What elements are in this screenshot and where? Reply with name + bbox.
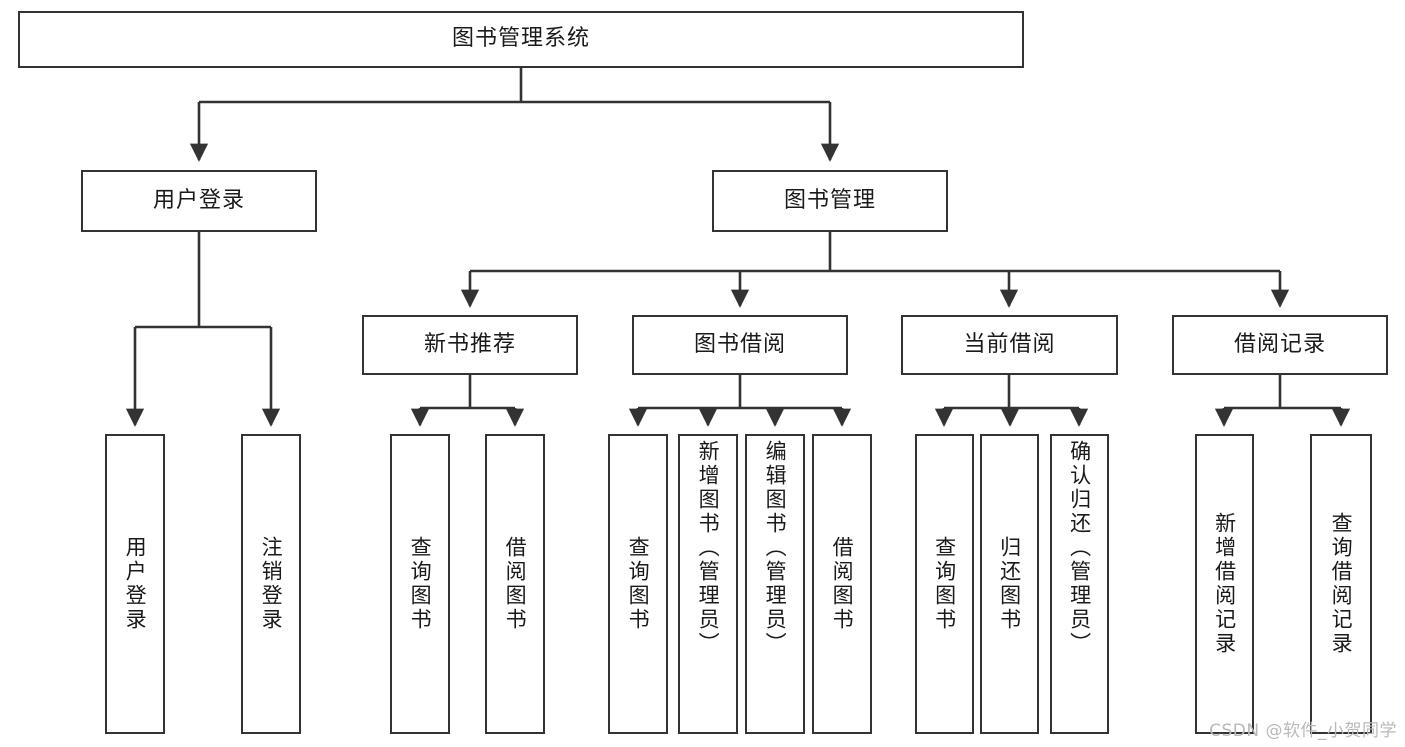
node-borrow-record-label: 借阅记录: [1233, 331, 1326, 357]
node-book-manage[interactable]: 图书管理: [712, 170, 948, 232]
node-user-login[interactable]: 用户登录: [81, 170, 317, 232]
node-leaf-edit-book-admin[interactable]: 编辑图书（管理员）: [745, 434, 805, 734]
node-root-label: 图书管理系统: [451, 26, 590, 52]
node-leaf-borrow-book-label: 借阅图书: [830, 536, 855, 632]
connector-root-to-level2: [189, 68, 840, 162]
node-leaf-add-borrow-record-label: 新增借阅记录: [1212, 512, 1237, 656]
node-leaf-add-book-admin-label: 新增图书（管理员）: [696, 440, 721, 656]
node-leaf-query-borrow-record-label: 查询借阅记录: [1329, 512, 1354, 656]
node-leaf-user-logout-label: 注销登录: [259, 536, 284, 632]
node-leaf-confirm-return-admin[interactable]: 确认归还（管理员）: [1050, 434, 1109, 734]
connector-bookborrow-to-leaves: [628, 375, 852, 427]
node-leaf-query-book-borrow-label: 查询图书: [626, 536, 651, 632]
node-leaf-borrow-book[interactable]: 借阅图书: [812, 434, 872, 734]
node-leaf-query-book-recommend-label: 查询图书: [408, 536, 433, 632]
node-leaf-user-login[interactable]: 用户登录: [105, 434, 165, 734]
node-leaf-edit-book-admin-label: 编辑图书（管理员）: [763, 440, 788, 656]
node-book-borrow[interactable]: 图书借阅: [632, 315, 848, 375]
node-book-manage-label: 图书管理: [783, 187, 876, 213]
connector-borrowrecord-to-leaves: [1214, 375, 1351, 427]
node-book-borrow-label: 图书借阅: [693, 331, 786, 357]
node-leaf-add-book-admin[interactable]: 新增图书（管理员）: [678, 434, 738, 734]
node-leaf-return-book-label: 归还图书: [997, 536, 1022, 632]
connector-bookmanage-to-level3: [460, 232, 1290, 308]
connector-currentborrow-to-leaves: [934, 375, 1089, 427]
node-borrow-record[interactable]: 借阅记录: [1172, 315, 1388, 375]
node-leaf-query-book-current-label: 查询图书: [932, 536, 957, 632]
node-leaf-borrow-book-recommend-label: 借阅图书: [503, 536, 528, 632]
node-leaf-query-book-recommend[interactable]: 查询图书: [390, 434, 450, 734]
node-root-system[interactable]: 图书管理系统: [18, 11, 1024, 68]
csdn-watermark: CSDN @软件_小贺同学: [1209, 721, 1397, 741]
node-leaf-user-login-label: 用户登录: [123, 536, 148, 632]
node-new-book-recommend[interactable]: 新书推荐: [362, 315, 578, 375]
node-user-login-label: 用户登录: [152, 187, 245, 213]
node-leaf-borrow-book-recommend[interactable]: 借阅图书: [485, 434, 545, 734]
node-current-borrow-label: 当前借阅: [963, 331, 1056, 357]
node-leaf-query-book-borrow[interactable]: 查询图书: [608, 434, 668, 734]
node-new-book-recommend-label: 新书推荐: [423, 331, 516, 357]
node-leaf-confirm-return-admin-label: 确认归还（管理员）: [1067, 440, 1092, 656]
node-leaf-return-book[interactable]: 归还图书: [980, 434, 1039, 734]
node-leaf-add-borrow-record[interactable]: 新增借阅记录: [1195, 434, 1254, 734]
node-leaf-query-book-current[interactable]: 查询图书: [915, 434, 974, 734]
connector-userlogin-to-leaves: [125, 232, 281, 427]
node-leaf-query-borrow-record[interactable]: 查询借阅记录: [1310, 434, 1372, 734]
node-current-borrow[interactable]: 当前借阅: [901, 315, 1118, 375]
node-leaf-user-logout[interactable]: 注销登录: [241, 434, 301, 734]
connector-recommend-to-leaves: [410, 375, 525, 427]
